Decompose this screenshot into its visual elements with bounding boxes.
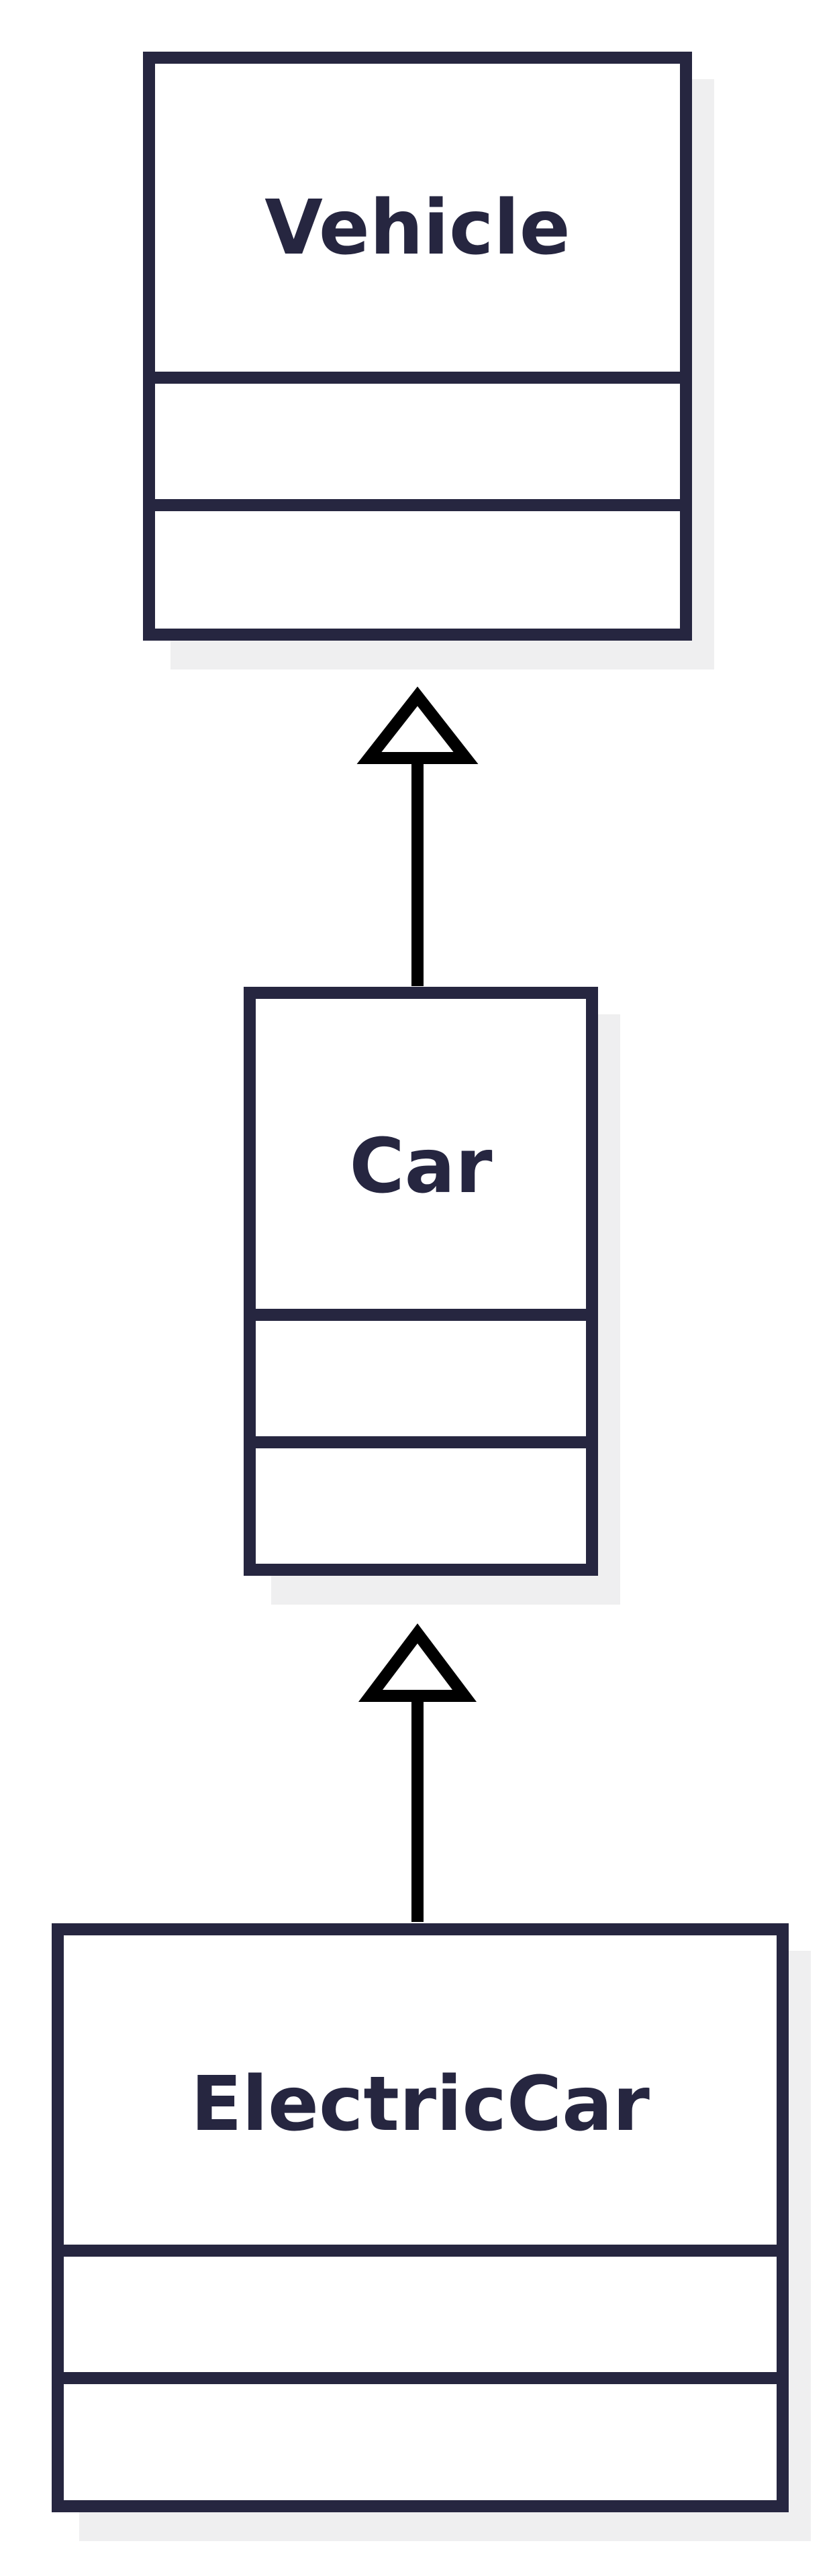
inheritance-arrowhead-car bbox=[358, 1623, 477, 1702]
class-car-body bbox=[250, 993, 592, 1570]
class-electriccar-body bbox=[58, 1929, 783, 2506]
class-vehicle[interactable]: Vehicle bbox=[143, 52, 714, 669]
class-car-name: Car bbox=[349, 1123, 492, 1210]
inheritance-electric-car-to-car bbox=[358, 1623, 477, 1922]
class-electriccar-name: ElectricCar bbox=[191, 2061, 650, 2148]
class-electriccar[interactable]: ElectricCar bbox=[52, 1923, 811, 2541]
class-car[interactable]: Car bbox=[244, 987, 620, 1605]
class-electriccar-border bbox=[52, 1923, 789, 2512]
class-vehicle-name: Vehicle bbox=[264, 184, 570, 272]
inheritance-arrowhead-vehicle bbox=[356, 686, 479, 764]
class-car-border bbox=[244, 987, 598, 1576]
inheritance-car-to-vehicle bbox=[356, 686, 479, 986]
class-vehicle-border bbox=[143, 52, 692, 641]
class-vehicle-body bbox=[149, 58, 686, 635]
